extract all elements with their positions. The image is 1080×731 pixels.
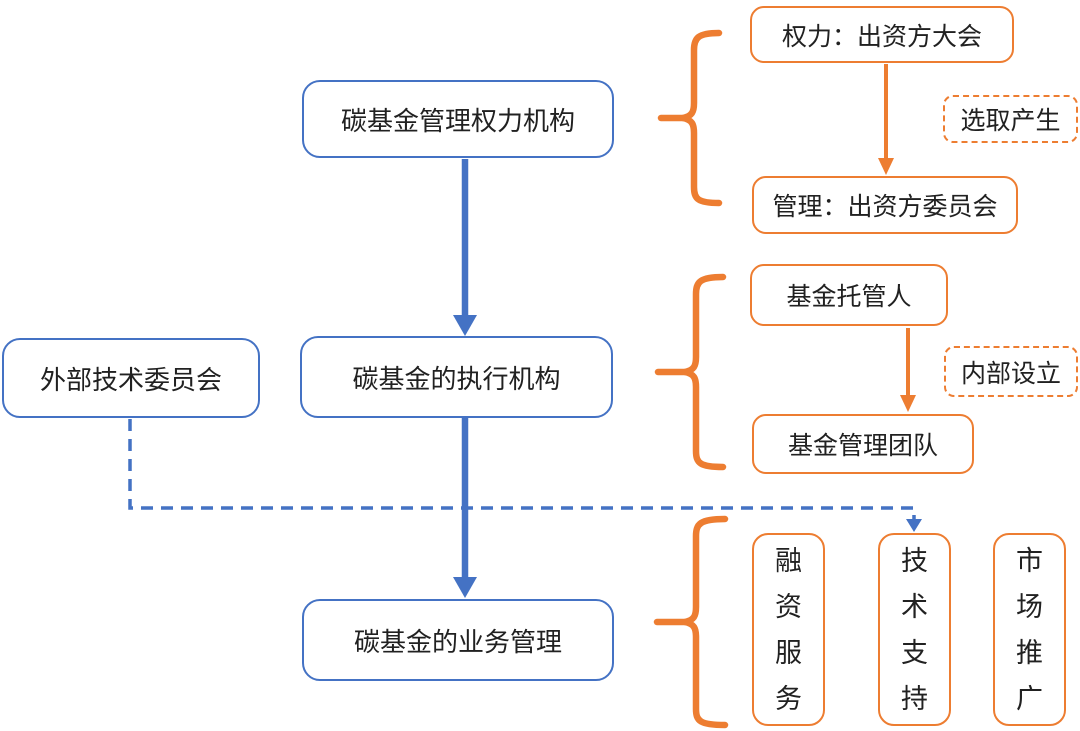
node-power-assembly-label: 权力：出资方大会 (781, 22, 982, 51)
node-mgmt-team: 基金管理团队 (752, 414, 974, 474)
node-mgmt-team-label: 基金管理团队 (787, 432, 938, 460)
arrowhead-icon (900, 395, 916, 412)
arrow-power-org-to-exec-org (453, 159, 477, 336)
node-business-mgmt: 碳基金的业务管理 (302, 599, 614, 681)
note-internal-setup: 内部设立 (944, 346, 1078, 397)
node-custodian: 基金托管人 (750, 264, 948, 326)
node-tech-support: 技术支持 (878, 533, 951, 726)
node-financing-service: 融资服务 (752, 533, 825, 726)
brace-power-group-icon (657, 29, 723, 207)
node-mgmt-committee: 管理：出资方委员会 (752, 176, 1018, 234)
note-internal-setup-label: 内部设立 (960, 359, 1061, 388)
arrow-assembly-to-committee (878, 64, 894, 175)
node-business-mgmt-label: 碳基金的业务管理 (353, 626, 562, 657)
node-power-org: 碳基金管理权力机构 (302, 80, 614, 158)
node-mgmt-committee-label: 管理：出资方委员会 (772, 193, 998, 221)
arrowhead-icon (453, 577, 477, 598)
arrow-exec-org-to-business-mgmt (453, 418, 477, 598)
arrowhead-icon (453, 315, 477, 336)
arrowhead-icon (878, 158, 894, 175)
arrowhead-icon (906, 519, 922, 532)
node-financing-service-label: 融资服务 (775, 545, 802, 714)
node-exec-org: 碳基金的执行机构 (300, 336, 613, 418)
node-exec-org-label: 碳基金的执行机构 (352, 363, 561, 394)
dashed-link-external-to-tech-support (128, 419, 922, 532)
node-power-org-label: 碳基金管理权力机构 (340, 105, 575, 136)
node-market-promotion-label: 市场推广 (1016, 545, 1043, 714)
node-market-promotion: 市场推广 (993, 533, 1066, 726)
brace-business-group-icon (653, 515, 729, 729)
brace-exec-group-icon (654, 273, 727, 471)
node-custodian-label: 基金托管人 (786, 283, 912, 311)
node-external-committee-label: 外部技术委员会 (39, 364, 222, 395)
note-selection-process: 选取产生 (943, 95, 1078, 143)
arrow-custodian-to-team (900, 328, 916, 412)
note-selection-process-label: 选取产生 (960, 107, 1061, 135)
node-power-assembly: 权力：出资方大会 (750, 6, 1014, 63)
node-tech-support-label: 技术支持 (901, 545, 928, 714)
node-external-committee: 外部技术委员会 (2, 338, 260, 418)
